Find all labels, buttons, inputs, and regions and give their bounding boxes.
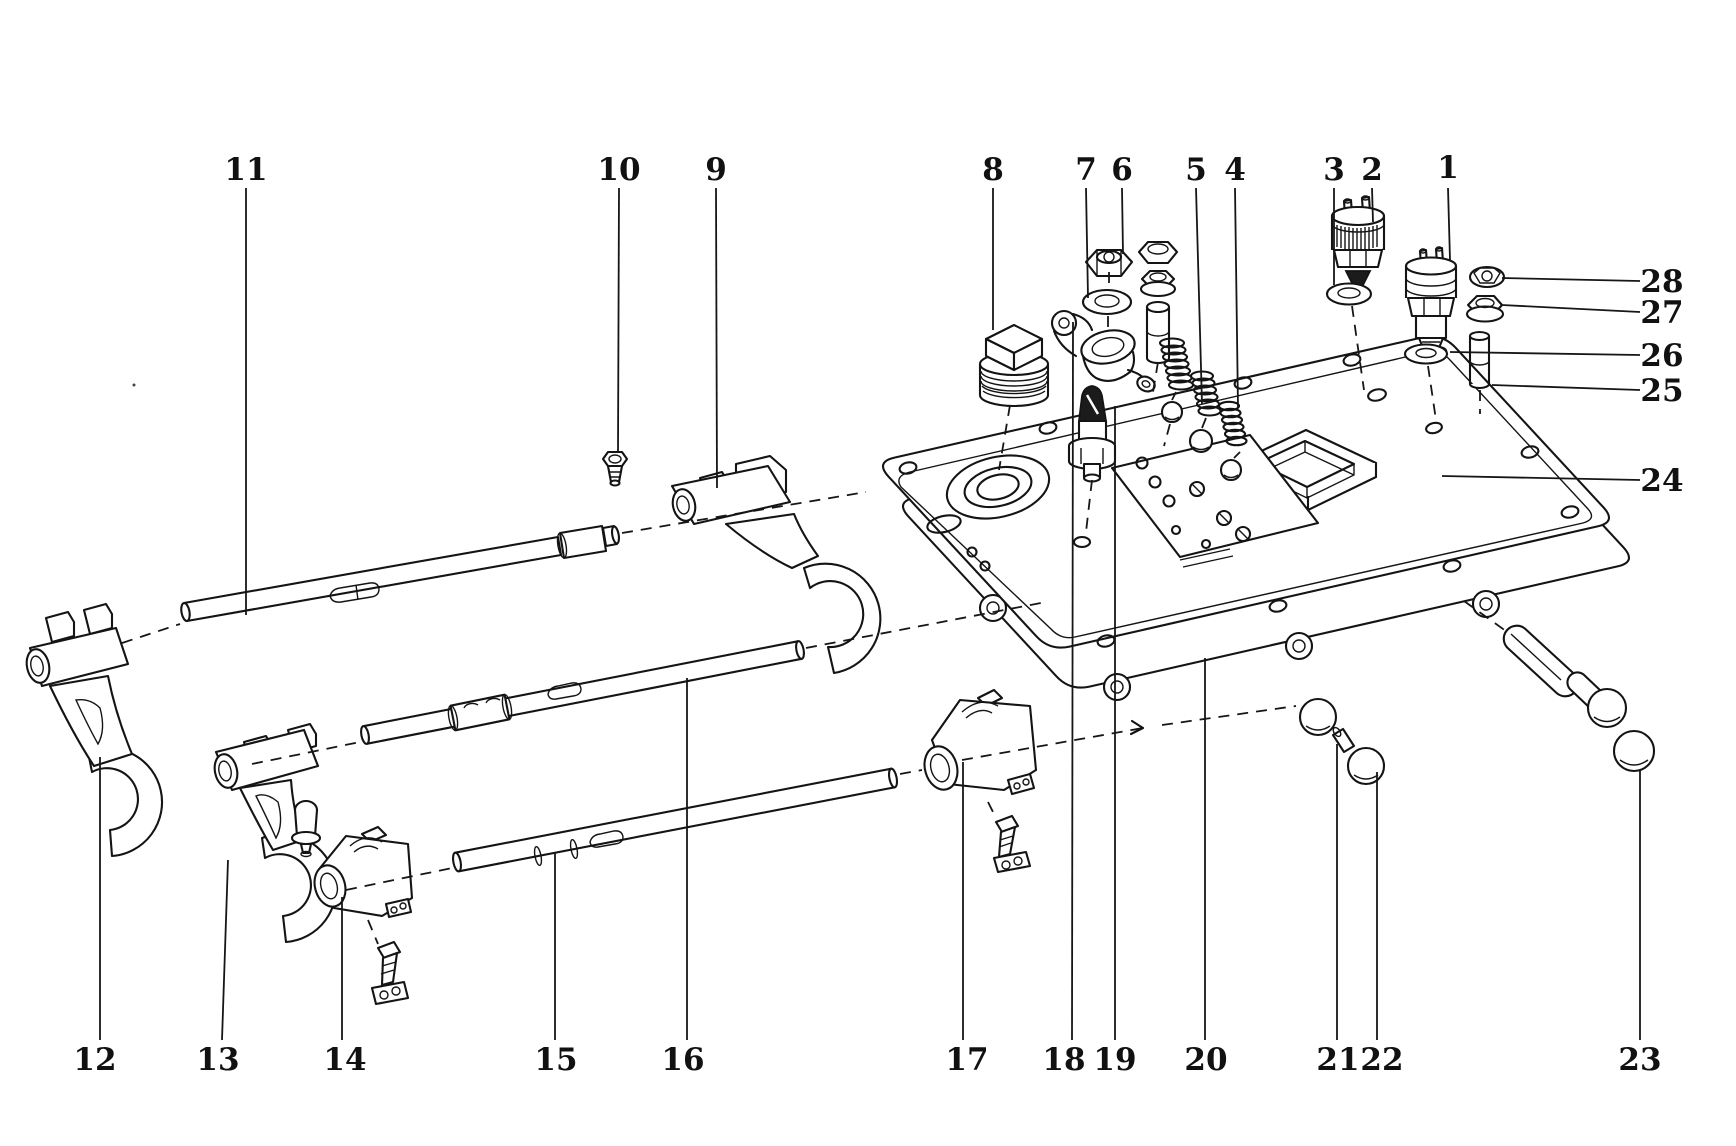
leader-28 [1501, 277, 1641, 282]
callout-label-14: 14 [323, 1042, 366, 1078]
leader-27 [1501, 304, 1641, 313]
part-7-washer [1081, 288, 1133, 316]
print-speck [132, 383, 136, 387]
leader-6 [1121, 187, 1124, 255]
part-14-interlock-block [313, 825, 414, 919]
callout-label-6: 6 [1111, 152, 1133, 188]
callout-label-1: 1 [1437, 150, 1459, 186]
callout-label-12: 12 [73, 1042, 116, 1078]
leader-13 [221, 859, 229, 1041]
callout-label-2: 2 [1361, 152, 1383, 188]
leader-5 [1195, 187, 1203, 405]
callout-label-24: 24 [1640, 463, 1683, 499]
part-13-shift-fork [213, 722, 338, 944]
part-3-washer [1325, 282, 1373, 306]
leader-10 [617, 187, 620, 453]
callout-label-8: 8 [982, 152, 1004, 188]
leader-4 [1234, 187, 1239, 409]
callout-label-17: 17 [945, 1042, 988, 1078]
callout-label-11: 11 [224, 152, 267, 188]
leader-2 [1371, 187, 1374, 223]
detent-balls-on-plate [1160, 400, 1243, 482]
part-9-shift-head [670, 454, 882, 675]
callout-label-16: 16 [661, 1042, 704, 1078]
callout-label-21: 21 [1316, 1042, 1359, 1078]
callout-label-26: 26 [1640, 338, 1683, 374]
detent-spring-a [1158, 337, 1195, 391]
part-26-washer [1403, 343, 1449, 365]
block-17-lock-bolt [992, 814, 1032, 874]
part-23-plunger-and-balls [1502, 624, 1656, 773]
part-19-shift-finger-pin [1067, 385, 1117, 483]
part-27-flange-nut [1465, 294, 1505, 323]
part-6-lock-nut [1084, 248, 1134, 278]
callout-leader-lines [99, 187, 1641, 1041]
callout-label-23: 23 [1618, 1042, 1661, 1078]
part-25-dowel-pin [1468, 330, 1491, 390]
leader-9 [715, 187, 718, 489]
part-4-detent-spring [1217, 400, 1248, 447]
callout-label-10: 10 [597, 152, 640, 188]
callout-label-22: 22 [1360, 1042, 1403, 1078]
part-28-lock-nut [1468, 265, 1506, 289]
callout-label-15: 15 [534, 1042, 577, 1078]
part-16-shift-rail [360, 640, 805, 745]
callout-label-5: 5 [1185, 152, 1207, 188]
callout-label-27: 27 [1640, 295, 1683, 331]
callout-label-25: 25 [1640, 373, 1683, 409]
part-17-shift-block [923, 688, 1038, 796]
fork-13-detent-bolt [290, 800, 322, 858]
part-10-bolt [601, 450, 629, 487]
part-18-breather-elbow [1050, 309, 1156, 393]
callout-label-13: 13 [196, 1042, 239, 1078]
part-21-22-interlock-pin-and-balls [1298, 697, 1386, 786]
callout-label-4: 4 [1224, 152, 1246, 188]
part-2-switch-sensor [1330, 195, 1386, 288]
callout-label-19: 19 [1093, 1042, 1136, 1078]
nut-and-sleeve-stack [1137, 240, 1179, 365]
leader-7 [1085, 187, 1089, 299]
part-11-shift-rail [180, 524, 621, 623]
leader-26 [1449, 351, 1641, 356]
leader-25 [1491, 384, 1641, 391]
callout-label-20: 20 [1184, 1042, 1227, 1078]
part-12-shift-fork [25, 602, 164, 858]
block-14-lock-bolt [370, 940, 410, 1006]
callout-label-18: 18 [1042, 1042, 1085, 1078]
leader-24 [1441, 475, 1641, 481]
leader-18 [1071, 321, 1074, 1041]
callout-label-28: 28 [1640, 264, 1683, 300]
callout-label-9: 9 [705, 152, 727, 188]
callout-label-3: 3 [1323, 152, 1345, 188]
alignment-axis-lines [121, 272, 1511, 945]
leader-1 [1447, 187, 1451, 261]
callout-labels: 11 10 9 8 7 6 5 4 3 2 1 28 27 26 25 24 1… [73, 150, 1683, 1078]
part-8-square-head-plug [978, 323, 1050, 408]
callout-label-7: 7 [1075, 152, 1097, 188]
part-15-shift-rail [451, 767, 899, 873]
part-1-switch [1404, 246, 1458, 355]
